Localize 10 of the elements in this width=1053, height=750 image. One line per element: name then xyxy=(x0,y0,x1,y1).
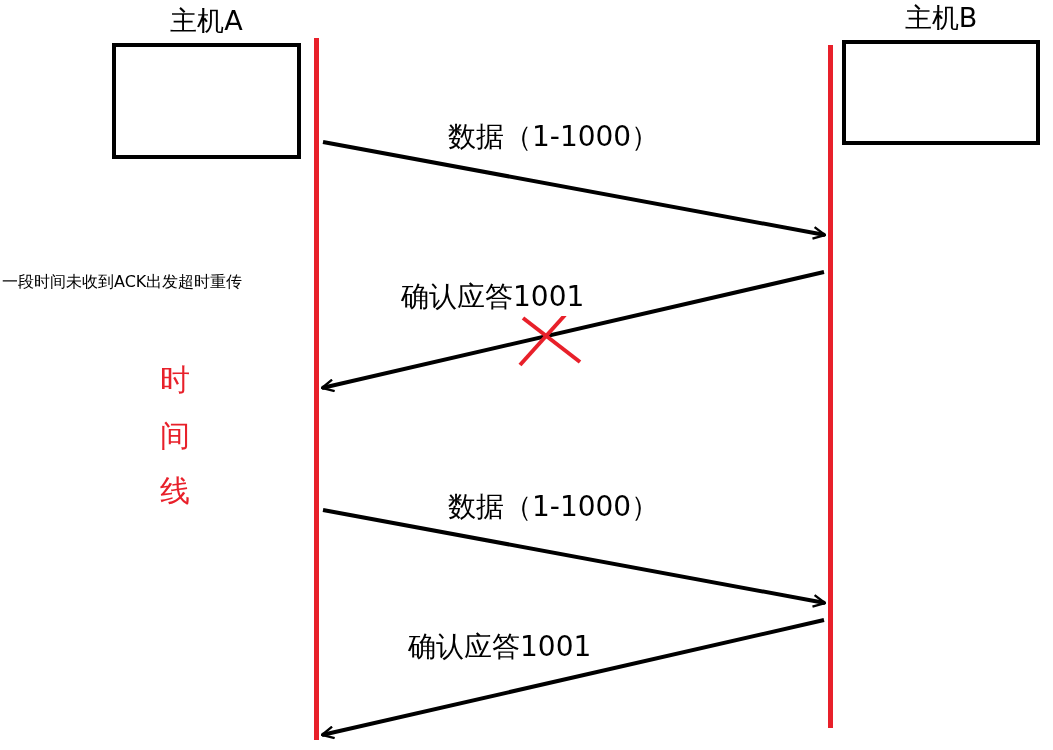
arrow xyxy=(320,618,825,740)
timeline-bar xyxy=(828,45,833,728)
timeline-bar xyxy=(314,38,319,740)
timeout-note: 一段时间未收到ACK出发超时重传 xyxy=(2,272,243,293)
arrow xyxy=(322,508,827,608)
timeline-label: 时间线 xyxy=(160,361,190,510)
host-label: 主机B xyxy=(904,1,978,35)
arrow xyxy=(320,270,825,393)
arrow xyxy=(322,140,827,240)
host-label: 主机A xyxy=(170,4,243,38)
